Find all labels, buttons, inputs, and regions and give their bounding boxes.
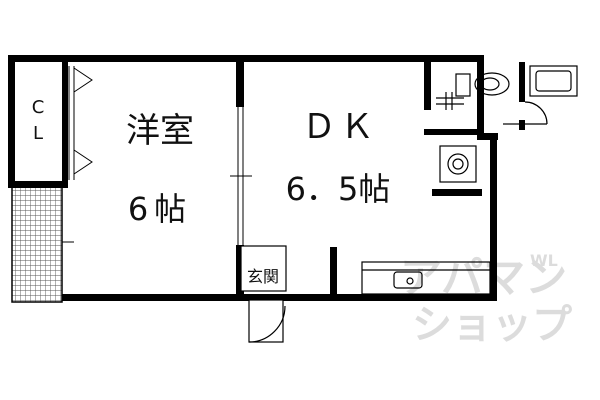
western-room-size: 6帖 [128, 190, 192, 228]
closet-doors [68, 66, 93, 180]
kitchen-counter [361, 261, 491, 295]
balcony [11, 184, 63, 303]
dk-room-name: ＤＫ [302, 107, 378, 147]
sliding-door [230, 107, 252, 245]
bathtub [503, 65, 578, 125]
entrance [240, 245, 287, 343]
western-room-name: 洋室 [126, 111, 194, 151]
watermark-sub: ショップ [412, 302, 572, 348]
washer-pan [439, 145, 477, 183]
entrance-label: 玄関 [247, 267, 279, 286]
watermark-wl: WL [530, 251, 558, 270]
closet-label-bottom: L [33, 123, 43, 144]
walls [8, 55, 525, 301]
closet-label-top: C [32, 97, 45, 118]
dk-room-size: 6．5帖 [286, 170, 391, 208]
toilet [436, 72, 510, 110]
